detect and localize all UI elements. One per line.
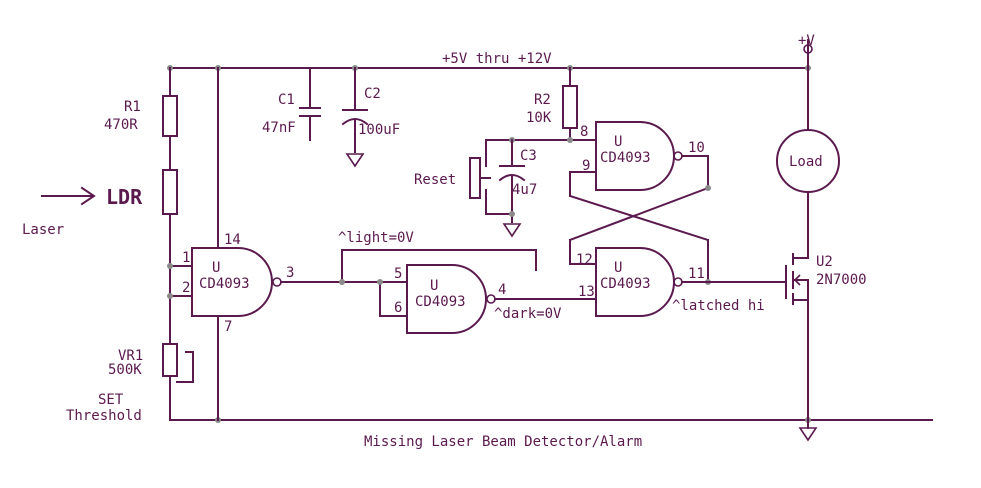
latch-top-prefix: U: [614, 134, 622, 150]
r1-value: 470R: [104, 117, 138, 133]
pin-13-label: 13: [578, 284, 595, 300]
laser-label: Laser: [22, 222, 64, 238]
ldr-label: LDR: [106, 185, 143, 209]
c3-name: C3: [520, 148, 537, 164]
latch-top-part: CD4093: [600, 150, 651, 166]
c1-value: 47nF: [262, 120, 296, 136]
load-circle: [776, 129, 840, 193]
u2-name: U2: [816, 254, 833, 270]
pin-1-label: 1: [182, 250, 190, 266]
u2-value: 2N7000: [816, 272, 867, 288]
pin-10-label: 10: [688, 140, 705, 156]
vr1-potentiometer: [162, 343, 178, 377]
vplus-label: +V: [798, 33, 815, 49]
r2-resistor: [562, 85, 578, 129]
u1-part: CD4093: [199, 276, 250, 292]
pin-11-label: 11: [688, 266, 705, 282]
pin-12-label: 12: [576, 252, 593, 268]
net-light-label: ^light=0V: [338, 230, 414, 246]
pin-4-label: 4: [498, 282, 506, 298]
threshold-label: Threshold: [66, 408, 142, 424]
c1-name: C1: [278, 92, 295, 108]
set-label: SET: [98, 392, 124, 408]
vr1-value: 500K: [108, 362, 142, 378]
pin-8-label: 8: [580, 124, 588, 140]
vr1-wiper: [176, 351, 194, 383]
vr1-name: VR1: [118, 348, 143, 364]
r1-resistor: [162, 95, 178, 137]
pin-7-label: 7: [224, 319, 232, 335]
c3-capacitor: [485, 139, 526, 238]
load-label: Load: [789, 154, 823, 170]
c1-capacitor: [299, 67, 321, 141]
r1-name: R1: [124, 99, 141, 115]
c2-capacitor: [341, 67, 369, 168]
latch-bottom-part: CD4093: [600, 276, 651, 292]
c2-name: C2: [364, 86, 381, 102]
reset-label: Reset: [414, 172, 456, 188]
u3-prefix: U: [430, 278, 438, 294]
ldr-resistor: [162, 169, 178, 215]
pin-9-label: 9: [582, 158, 590, 174]
net-light-wire: [280, 249, 537, 317]
u3-part: CD4093: [415, 294, 466, 310]
pin-14-label: 14: [224, 232, 241, 248]
net-latched-label: ^latched hi: [672, 298, 765, 314]
c2-value: 100uF: [358, 122, 400, 138]
net-dark-label: ^dark=0V: [494, 306, 562, 322]
pin-2-label: 2: [182, 280, 190, 296]
reset-switch[interactable]: [469, 139, 491, 215]
vplus-terminal: [803, 39, 813, 69]
r2-value: 10K: [526, 110, 552, 126]
supply-label: +5V thru +12V: [442, 51, 552, 67]
diagram-title: Missing Laser Beam Detector/Alarm: [364, 434, 642, 450]
u1-prefix: U: [212, 260, 220, 276]
r2-name: R2: [534, 92, 551, 108]
pin-3-label: 3: [286, 265, 294, 281]
pin-5-label: 5: [394, 266, 402, 282]
laser-arrow-icon: [41, 186, 96, 206]
left-column-wire: [167, 67, 193, 421]
c3-value: 4u7: [512, 182, 537, 198]
mosfet-u2: [785, 253, 809, 305]
latch-bottom-prefix: U: [614, 260, 622, 276]
pin-6-label: 6: [394, 300, 402, 316]
